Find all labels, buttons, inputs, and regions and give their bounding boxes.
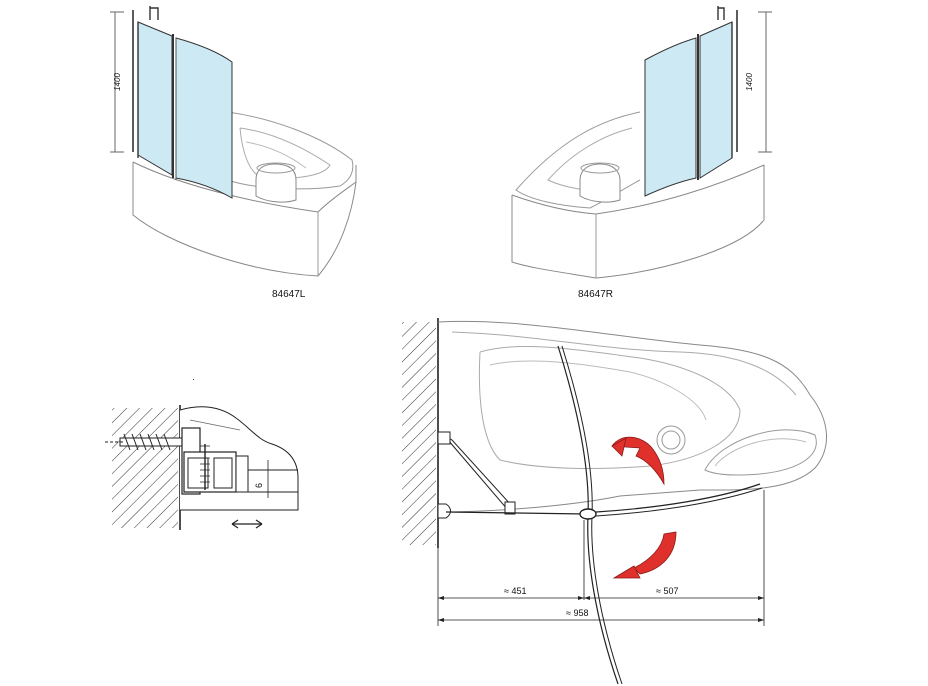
small-mark: · (192, 374, 195, 384)
swing-arrow-down (633, 531, 677, 575)
dimension-right-label: ≈ 507 (656, 586, 678, 596)
model-label-right: 84647R (578, 289, 613, 300)
model-label-left: 84647L (272, 289, 306, 300)
dimension-left-label: ≈ 451 (504, 586, 526, 596)
tub-illustration-right: 1400 (511, 6, 772, 279)
right-height-label: 1400 (745, 73, 754, 91)
dimension-total-label: ≈ 958 (566, 608, 588, 618)
swing-arrow-up (611, 436, 665, 486)
gap-dimension-label: 6 (254, 483, 264, 488)
tub-illustration-left: 1400 (110, 6, 357, 277)
wall-profile-detail: 6 · (105, 374, 299, 530)
plan-view: ≈ 451 ≈ 507 ≈ 958 (402, 318, 827, 685)
left-height-label: 1400 (113, 73, 122, 91)
